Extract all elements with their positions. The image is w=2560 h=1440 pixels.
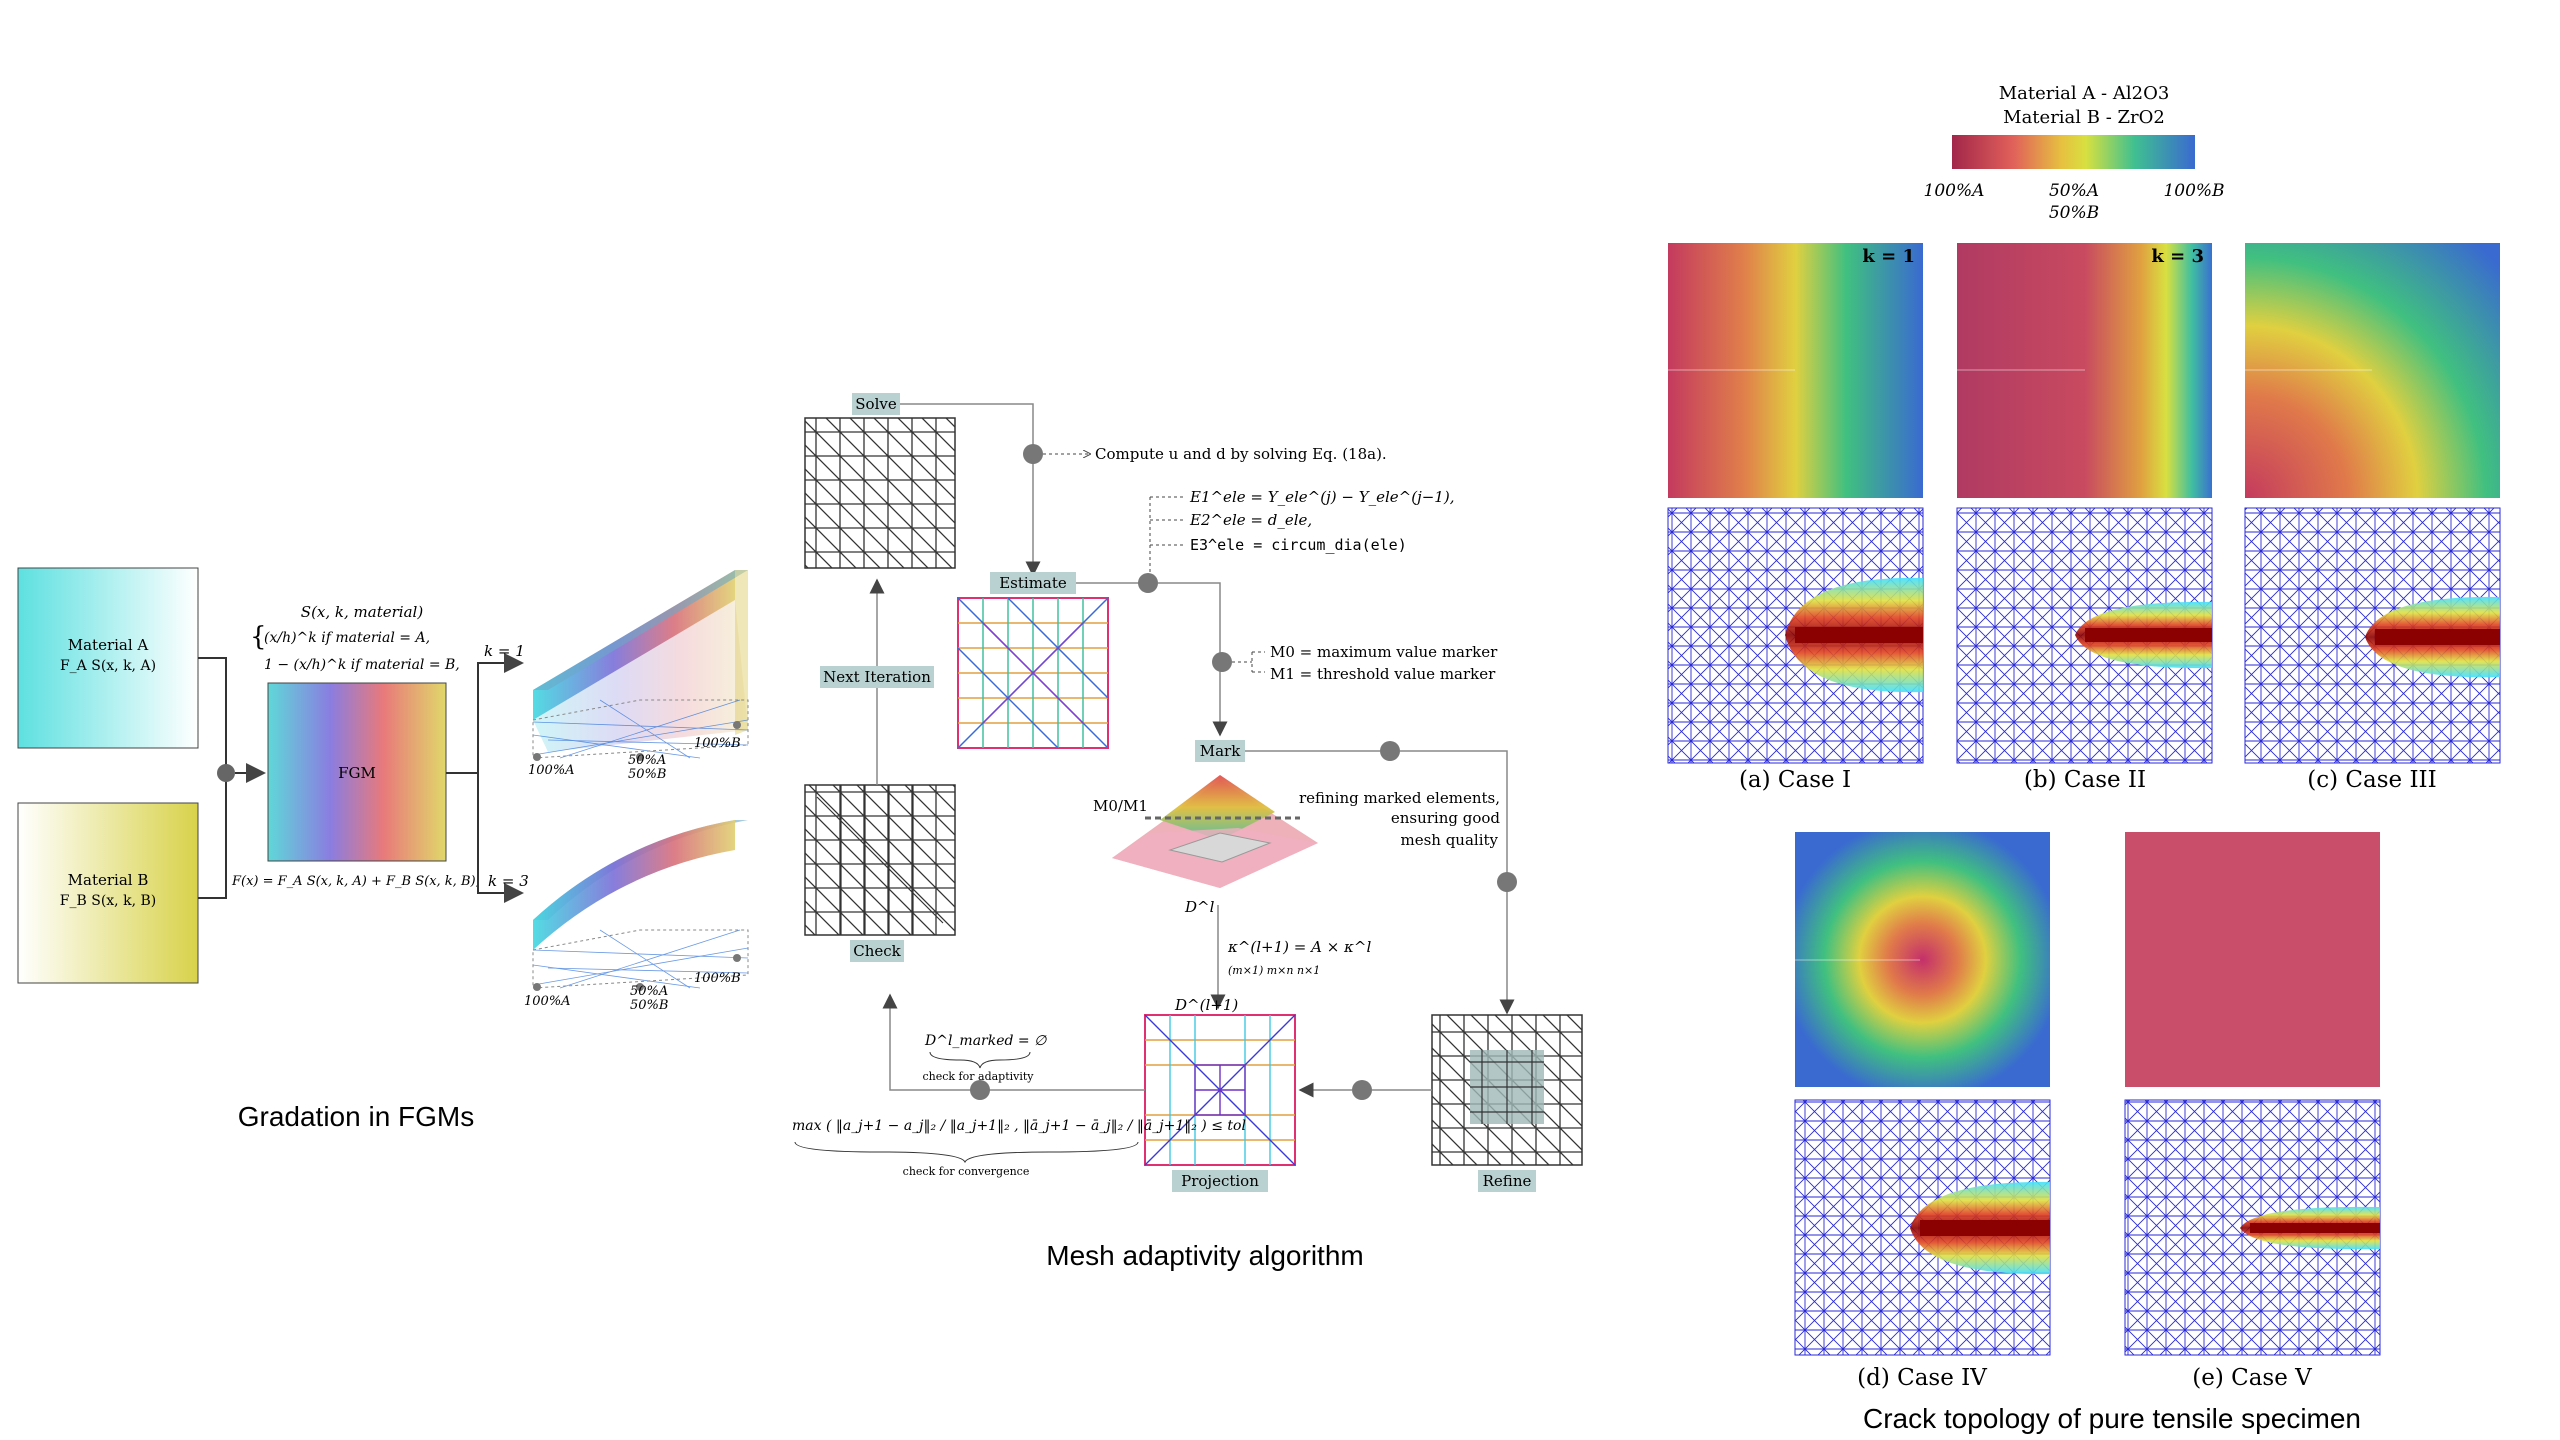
marker-m0: M0 = maximum value marker — [1270, 643, 1498, 661]
panel-title-gradation: Gradation in FGMs — [238, 1101, 475, 1132]
mark-pyramid-plot — [1112, 775, 1318, 888]
check-label: Check — [853, 942, 901, 960]
k3-tick-a: 100%A — [524, 994, 571, 1009]
panel-gradation: Material A F_A S(x, k, A) Material B F_B… — [17, 567, 749, 1132]
error-indicator-1: E1^ele = Y_ele^(j) − Y_ele^(j−1), — [1189, 488, 1454, 506]
refine-box — [1478, 1170, 1536, 1192]
case5-caption: (e) Case V — [2192, 1365, 2312, 1391]
panel-crack-topology: Material A - Al2O3 Material B - ZrO2 100… — [1667, 83, 2501, 1434]
legend-left: 100%A — [1924, 181, 1985, 201]
refine-label: Refine — [1483, 1172, 1532, 1190]
check-box — [850, 940, 904, 962]
next-iteration-box — [820, 666, 934, 688]
junction-node — [217, 764, 235, 782]
k1-label: k = 1 — [484, 642, 525, 660]
case5-material-map — [2125, 832, 2380, 1087]
svg-text:{: { — [250, 622, 267, 652]
gradation-function: S(x, k, material) — [301, 603, 424, 621]
legend-mid-b: 50%B — [2049, 203, 2099, 223]
surface-plot-k3: 100%A 50%A 50%B 100%B — [524, 820, 749, 1013]
k1-tick-b: 100%B — [694, 736, 741, 751]
case2-k-label: k = 3 — [2151, 246, 2204, 267]
k3-tick-mid-a: 50%A — [630, 984, 668, 999]
k1-tick-mid-a: 50%A — [628, 753, 666, 768]
check-adaptivity: check for adaptivity — [922, 1070, 1034, 1083]
estimate-box — [990, 572, 1076, 594]
case1-caption: (a) Case I — [1739, 767, 1851, 793]
mark-label: Mark — [1200, 742, 1241, 760]
estimate-node — [1138, 573, 1158, 593]
check-convergence: check for convergence — [903, 1165, 1030, 1178]
case2-caption: (b) Case II — [2024, 767, 2146, 793]
next-iteration-label: Next Iteration — [823, 668, 931, 686]
case3-caption: (c) Case III — [2307, 767, 2436, 793]
check-node — [970, 1080, 990, 1100]
marker-m1: M1 = threshold value marker — [1270, 665, 1496, 683]
solve-box — [852, 393, 900, 415]
material-b-formula: F_B S(x, k, B) — [60, 893, 156, 909]
total-formula: F(x) = F_A S(x, k, A) + F_B S(x, k, B), — [231, 874, 480, 889]
kappa-dims: (m×1) m×n n×1 — [1228, 964, 1320, 977]
refine-note-3: mesh quality — [1400, 831, 1498, 849]
projection-label: Projection — [1181, 1172, 1259, 1190]
mark-node — [1380, 741, 1400, 761]
convergence-equation: max ( ‖a_j+1 − a_j‖₂ / ‖a_j+1‖₂ , ‖ā_j+1… — [792, 1118, 1246, 1134]
material-a-formula: F_A S(x, k, A) — [60, 658, 156, 674]
marker-node — [1212, 652, 1232, 672]
fgm-box — [267, 682, 447, 862]
projection-node — [1352, 1080, 1372, 1100]
kappa-equation: κ^(l+1) = A × κ^l — [1227, 938, 1371, 956]
material-a-label: Material A — [68, 636, 149, 654]
error-indicator-2: E2^ele = d_ele, — [1189, 511, 1312, 529]
solve-label: Solve — [855, 395, 897, 413]
legend-right: 100%B — [2163, 181, 2224, 201]
k3-label: k = 3 — [488, 872, 529, 890]
refine-node — [1497, 872, 1517, 892]
case4-caption: (d) Case IV — [1857, 1365, 1987, 1391]
case-b-formula: 1 − (x/h)^k if material = B, — [264, 657, 460, 673]
panel-mesh-adaptivity: Solve Compute u and d by solving Eq. (18… — [792, 393, 1583, 1271]
surface-plot-k1: 100%A 50%A 50%B 100%B — [528, 570, 749, 782]
legend-colorbar — [1952, 135, 2195, 169]
mark-box — [1195, 740, 1245, 762]
estimate-label: Estimate — [999, 574, 1067, 592]
k1-tick-a: 100%A — [528, 763, 575, 778]
k1-tick-mid-b: 50%B — [628, 767, 666, 782]
material-b-label: Material B — [68, 871, 149, 889]
legend-line-1: Material A - Al2O3 — [1999, 83, 2170, 104]
mesh-solve — [804, 417, 956, 569]
error-indicator-3: E3^ele = circum_dia(ele) — [1190, 536, 1407, 554]
fgm-label: FGM — [338, 764, 376, 782]
projection-box — [1172, 1170, 1268, 1192]
refine-note-2: ensuring good — [1391, 809, 1501, 827]
refine-note-1: refining marked elements, — [1299, 789, 1500, 807]
k3-tick-mid-b: 50%B — [630, 998, 668, 1013]
compute-note: Compute u and d by solving Eq. (18a). — [1095, 445, 1387, 463]
case-a-formula: (x/h)^k if material = A, — [264, 630, 430, 646]
panel-title-mesh: Mesh adaptivity algorithm — [1046, 1240, 1363, 1271]
dl-label: D^l — [1184, 898, 1215, 916]
panel-title-crack: Crack topology of pure tensile specimen — [1863, 1403, 2361, 1434]
legend-mid-a: 50%A — [2049, 181, 2099, 201]
m0m1-label: M0/M1 — [1093, 797, 1148, 815]
material-b-box — [17, 802, 199, 984]
legend-line-2: Material B - ZrO2 — [2003, 107, 2165, 128]
solve-node — [1023, 444, 1043, 464]
material-a-box — [17, 567, 199, 749]
case1-k-label: k = 1 — [1862, 246, 1915, 267]
marked-equation: D^l_marked = ∅ — [924, 1033, 1047, 1049]
k3-tick-b: 100%B — [694, 971, 741, 986]
dl1-label: D^(l+1) — [1174, 996, 1238, 1014]
